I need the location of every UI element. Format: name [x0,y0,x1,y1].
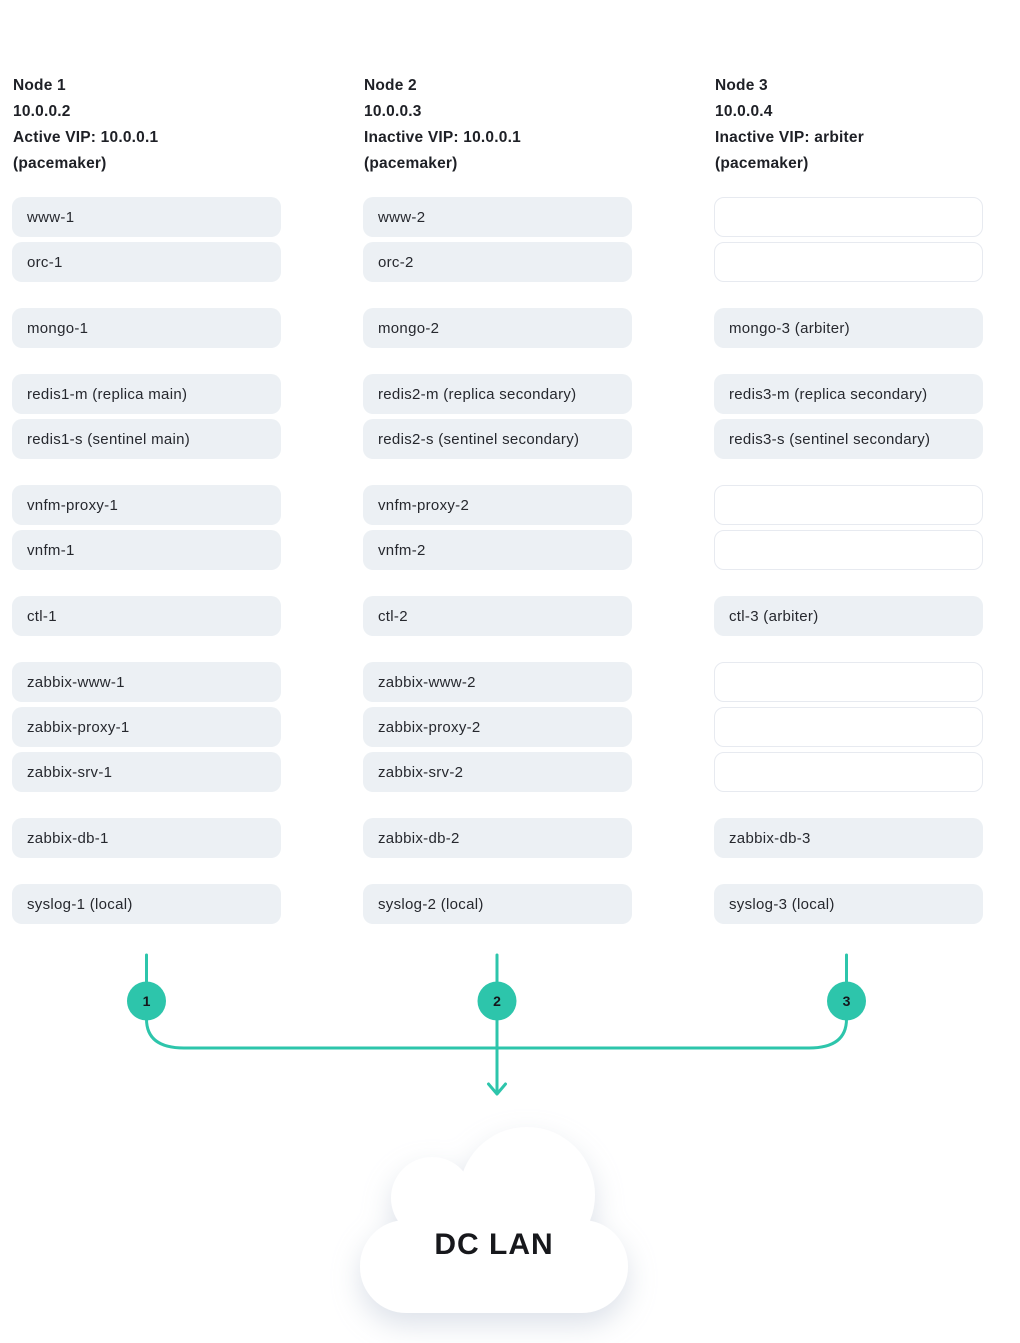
service-group: syslog-3 (local) [714,884,983,924]
service-box-empty [714,485,983,525]
service-group: mongo-2 [363,308,632,348]
service-group: zabbix-db-1 [12,818,281,858]
node-ip: 10.0.0.2 [13,103,71,120]
service-group: zabbix-www-1 zabbix-proxy-1 zabbix-srv-1 [12,662,281,792]
service-box: ctl-1 [12,596,281,636]
service-box: ctl-2 [363,596,632,636]
service-box: zabbix-proxy-1 [12,707,281,747]
service-group: syslog-1 (local) [12,884,281,924]
service-box: zabbix-db-3 [714,818,983,858]
service-group: www-1 orc-1 [12,197,281,282]
node-title: Node 3 [715,77,768,94]
node1-marker-badge: 1 [127,981,166,1021]
service-group: ctl-3 (arbiter) [714,596,983,636]
node-vip: Inactive VIP: 10.0.0.1 [364,129,521,146]
node-ip: 10.0.0.4 [715,103,773,120]
service-box-empty [714,752,983,792]
node-vip: Inactive VIP: arbiter [715,129,864,146]
service-box: redis2-s (sentinel secondary) [363,419,632,459]
dc-lan-cloud-icon [360,1127,628,1313]
service-box: syslog-1 (local) [12,884,281,924]
node-ip: 10.0.0.3 [364,103,422,120]
service-box: zabbix-srv-1 [12,752,281,792]
node-1-services: www-1 orc-1 mongo-1 redis1-m (replica main)… [12,197,281,924]
node-3-services: mongo-3 (arbiter) redis3-m (replica secon… [714,197,983,924]
node3-marker-number: 3 [843,993,851,1009]
service-box: orc-1 [12,242,281,282]
node-2-services: www-2 orc-2 mongo-2 redis2-m (replica secon… [363,197,632,924]
service-box: mongo-3 (arbiter) [714,308,983,348]
service-group: vnfm-proxy-1 vnfm-1 [12,485,281,570]
service-group [714,662,983,792]
service-box-empty [714,197,983,237]
service-group: mongo-1 [12,308,281,348]
service-box: redis1-s (sentinel main) [12,419,281,459]
service-group: zabbix-www-2 zabbix-proxy-2 zabbix-srv-2 [363,662,632,792]
service-box: vnfm-proxy-2 [363,485,632,525]
service-box: orc-2 [363,242,632,282]
node-title: Node 2 [364,77,417,94]
service-box: vnfm-1 [12,530,281,570]
service-group: zabbix-db-3 [714,818,983,858]
network-bus-line [145,1017,848,1050]
node-cluster-label: (pacemaker) [715,155,809,172]
dc-lan-label: DC LAN [434,1228,553,1261]
service-box: syslog-3 (local) [714,884,983,924]
service-group: redis1-m (replica main) redis1-s (sentine… [12,374,281,459]
service-box: redis3-m (replica secondary) [714,374,983,414]
service-group [714,485,983,570]
node-cluster-label: (pacemaker) [364,155,458,172]
node1-marker-number: 1 [143,993,151,1009]
service-box: vnfm-2 [363,530,632,570]
node2-marker-number: 2 [493,993,501,1009]
service-box: mongo-1 [12,308,281,348]
node1-marker-circle [127,981,166,1021]
node3-marker-circle [827,981,866,1021]
service-box: redis2-m (replica secondary) [363,374,632,414]
node2-marker-circle [477,981,517,1021]
service-box: zabbix-db-2 [363,818,632,858]
service-group: syslog-2 (local) [363,884,632,924]
node-vip: Active VIP: 10.0.0.1 [13,129,159,146]
service-box-empty [714,242,983,282]
node3-marker-badge: 3 [827,981,866,1021]
service-box: vnfm-proxy-1 [12,485,281,525]
service-box: zabbix-www-1 [12,662,281,702]
service-group: zabbix-db-2 [363,818,632,858]
service-group: mongo-3 (arbiter) [714,308,983,348]
service-group: redis2-m (replica secondary) redis2-s (se… [363,374,632,459]
service-box: mongo-2 [363,308,632,348]
service-box: redis3-s (sentinel secondary) [714,419,983,459]
service-box-empty [714,707,983,747]
service-box: www-2 [363,197,632,237]
service-box: zabbix-db-1 [12,818,281,858]
service-box: syslog-2 (local) [363,884,632,924]
service-group [714,197,983,282]
service-box-empty [714,662,983,702]
node-cluster-label: (pacemaker) [13,155,107,172]
service-box-empty [714,530,983,570]
service-group: redis3-m (replica secondary) redis3-s (se… [714,374,983,459]
service-box: zabbix-srv-2 [363,752,632,792]
service-box: redis1-m (replica main) [12,374,281,414]
service-box: www-1 [12,197,281,237]
service-box: zabbix-proxy-2 [363,707,632,747]
service-group: ctl-2 [363,596,632,636]
service-box: zabbix-www-2 [363,662,632,702]
service-group: www-2 orc-2 [363,197,632,282]
node-title: Node 1 [13,77,66,94]
service-box: ctl-3 (arbiter) [714,596,983,636]
service-group: vnfm-proxy-2 vnfm-2 [363,485,632,570]
service-group: ctl-1 [12,596,281,636]
node2-marker-badge: 2 [477,981,517,1021]
arrow-head-icon [487,1082,507,1096]
